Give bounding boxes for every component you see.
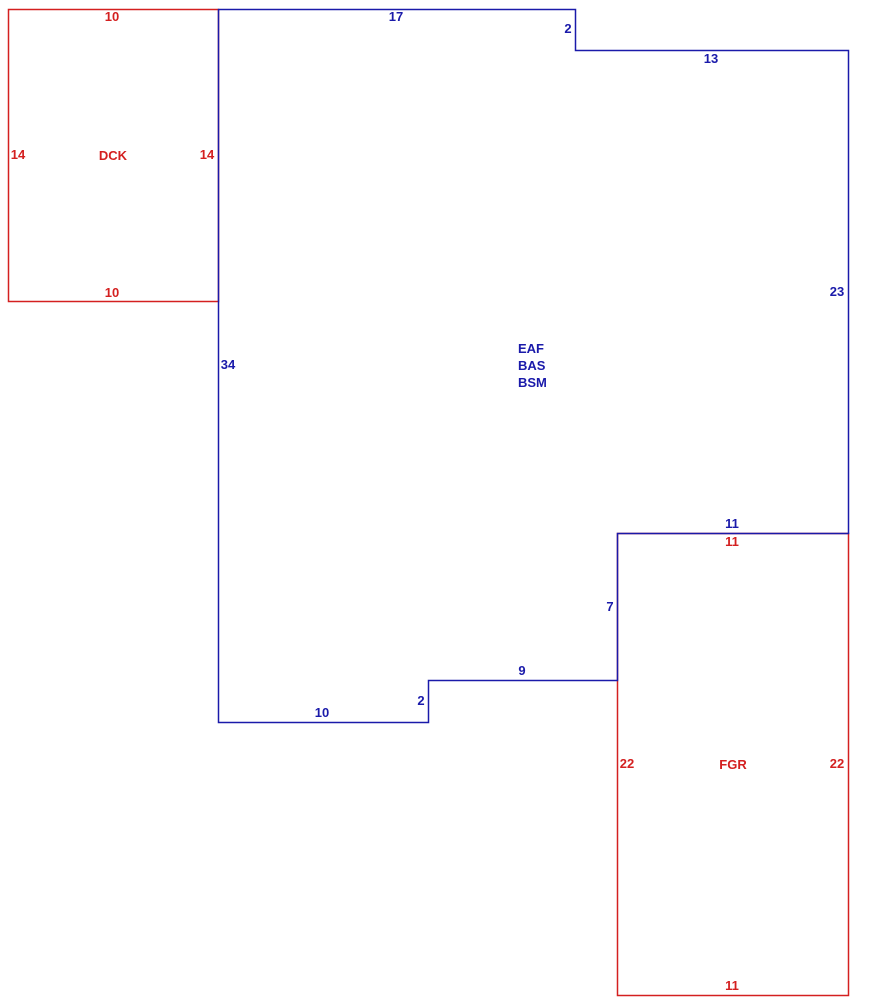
main-dim-left: 34 (221, 357, 236, 372)
garage-dim-right: 22 (830, 756, 844, 771)
deck-code-label: DCK (99, 148, 128, 163)
main-dim-middle-bottom: 9 (518, 663, 525, 678)
deck-dim-right: 14 (200, 147, 215, 162)
main-dim-bottom: 10 (315, 705, 329, 720)
main-dim-right: 23 (830, 284, 844, 299)
garage-dim-left: 22 (620, 756, 634, 771)
main-living-area: 17 2 13 23 34 11 7 9 2 10 EAF BAS BSM (217, 8, 850, 724)
main-code-bsm: BSM (518, 375, 547, 390)
main-dim-inner-vertical: 7 (606, 599, 613, 614)
deck-dim-bottom: 10 (105, 285, 119, 300)
main-code-eaf: EAF (518, 341, 544, 356)
main-code-bas: BAS (518, 358, 546, 373)
main-area-outline (217, 8, 850, 724)
main-dim-upper-right: 13 (704, 51, 718, 66)
deck-area: 10 14 14 10 DCK (7, 8, 220, 303)
main-dim-step-top: 2 (564, 21, 571, 36)
garage-code-label: FGR (719, 757, 747, 772)
garage-dim-top: 11 (725, 534, 739, 549)
main-dim-top: 17 (389, 9, 403, 24)
garage-area: 11 22 22 11 FGR (616, 532, 850, 997)
garage-dim-bottom: 11 (725, 978, 739, 993)
deck-dim-top: 10 (105, 9, 119, 24)
main-dim-inner-top: 11 (725, 516, 739, 531)
deck-dim-left: 14 (11, 147, 26, 162)
main-dim-step-bottom: 2 (417, 693, 424, 708)
